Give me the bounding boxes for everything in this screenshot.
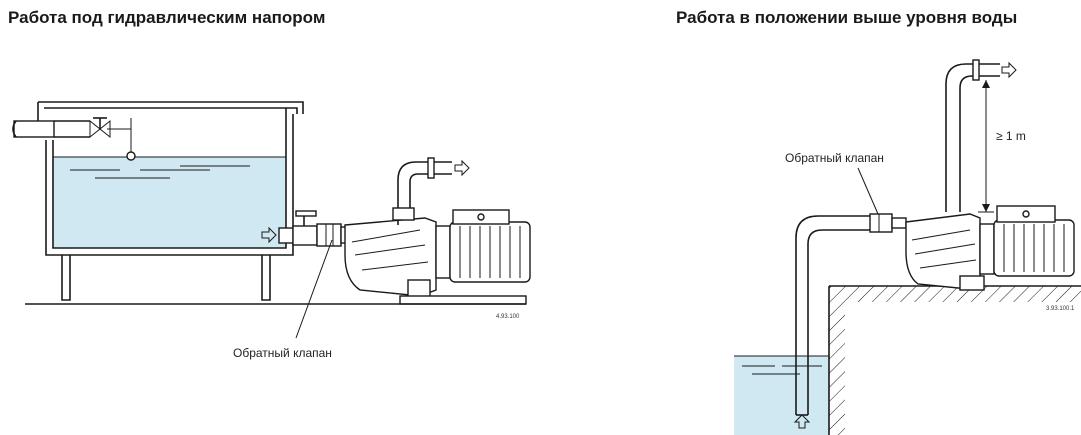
height-label: ≥ 1 m xyxy=(996,129,1026,143)
right-diagram: ≥ 1 m Обратный клапан 3.93.100.1 xyxy=(734,59,1081,435)
height-dimension xyxy=(978,80,994,213)
check-valve-label: Обратный клапан xyxy=(233,346,332,360)
flow-arrow-icon xyxy=(793,414,811,429)
motor-icon xyxy=(979,205,1075,277)
pump-icon xyxy=(344,157,470,299)
water-reservoir xyxy=(734,355,829,435)
check-valve-leader xyxy=(857,167,879,215)
pump-base xyxy=(25,295,527,305)
ground xyxy=(828,285,1081,435)
water-tank xyxy=(37,101,304,301)
figure-code: 4.93.100 xyxy=(496,314,520,320)
motor-icon xyxy=(435,209,531,283)
pump-icon xyxy=(905,59,1017,291)
flow-arrow-icon xyxy=(261,226,277,244)
left-diagram-title: Работа под гидравлическим напором xyxy=(8,8,326,27)
figure-code: 3.93.100.1 xyxy=(1046,306,1075,312)
check-valve-leader xyxy=(295,239,333,339)
right-diagram-title: Работа в положении выше уровня воды xyxy=(676,8,1018,27)
left-diagram: Обратный клапан 4.93.100 xyxy=(12,101,531,360)
float-valve-icon xyxy=(12,117,136,161)
check-valve-label: Обратный клапан xyxy=(785,151,884,165)
